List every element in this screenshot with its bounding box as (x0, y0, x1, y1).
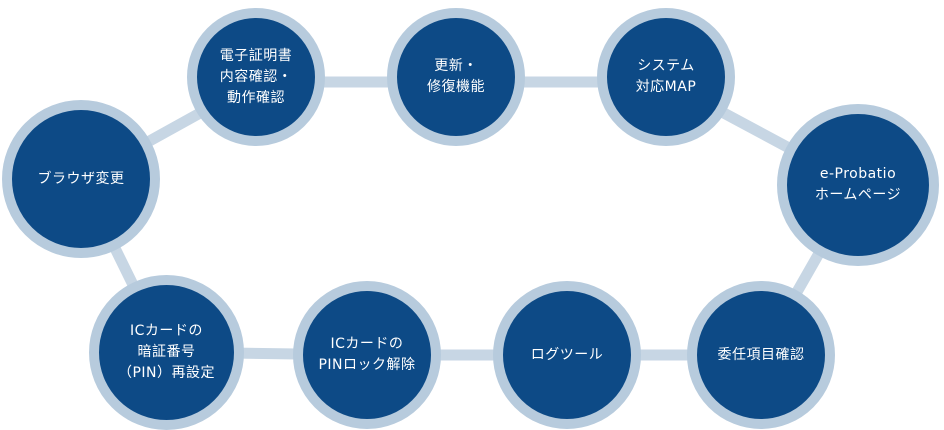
node-label: ログツール (530, 346, 604, 363)
node-pin-unlock[interactable]: ICカードの PINロック解除 (293, 281, 441, 429)
node-system-map[interactable]: システム 対応MAP (597, 8, 735, 146)
node-label: 電子証明書 内容確認・ 動作確認 (219, 47, 293, 106)
node-label: ブラウザ変更 (37, 170, 125, 187)
node-label: ICカードの 暗証番号 （PIN）再設定 (117, 323, 216, 381)
node-label: 更新・ 修復機能 (427, 58, 485, 95)
node-homepage[interactable]: e-Probatio ホームページ (777, 104, 939, 266)
node-delegation[interactable]: 委任項目確認 (687, 281, 835, 429)
node-cert-check[interactable]: 電子証明書 内容確認・ 動作確認 (187, 8, 325, 146)
node-label: 委任項目確認 (717, 346, 805, 363)
node-log-tool[interactable]: ログツール (493, 281, 641, 429)
node-pin-reset[interactable]: ICカードの 暗証番号 （PIN）再設定 (89, 275, 244, 430)
node-label: システム 対応MAP (635, 58, 697, 95)
node-browser-change[interactable]: ブラウザ変更 (2, 100, 160, 258)
node-label: ICカードの PINロック解除 (318, 336, 416, 373)
node-update[interactable]: 更新・ 修復機能 (387, 8, 525, 146)
node-label: e-Probatio ホームページ (814, 166, 902, 203)
